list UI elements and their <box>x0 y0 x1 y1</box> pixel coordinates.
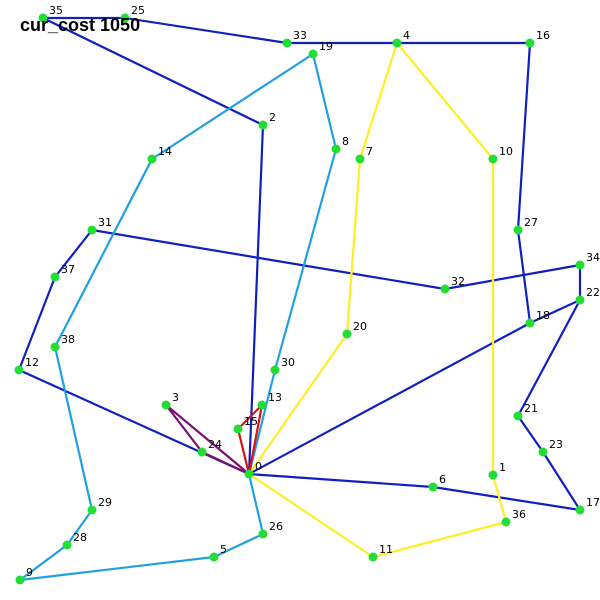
node-label-38: 38 <box>61 333 75 346</box>
node-label-32: 32 <box>451 275 465 288</box>
node-32 <box>440 284 450 294</box>
node-10 <box>488 154 498 164</box>
node-36 <box>501 517 511 527</box>
node-28 <box>62 540 72 550</box>
node-label-0: 0 <box>255 460 262 473</box>
node-11 <box>368 552 378 562</box>
node-19 <box>308 49 318 59</box>
node-2 <box>258 120 268 130</box>
node-label-20: 20 <box>353 320 367 333</box>
node-label-21: 21 <box>524 402 538 415</box>
node-label-26: 26 <box>269 520 283 533</box>
node-15 <box>233 424 243 434</box>
node-8 <box>331 144 341 154</box>
node-label-25: 25 <box>131 4 145 17</box>
node-5 <box>209 552 219 562</box>
node-label-2: 2 <box>269 111 276 124</box>
node-label-36: 36 <box>512 508 526 521</box>
node-label-34: 34 <box>586 251 600 264</box>
node-label-24: 24 <box>208 438 222 451</box>
node-label-9: 9 <box>26 566 33 579</box>
node-label-7: 7 <box>366 145 373 158</box>
node-23 <box>538 447 548 457</box>
node-24 <box>197 447 207 457</box>
node-label-23: 23 <box>549 438 563 451</box>
node-label-37: 37 <box>61 263 75 276</box>
node-34 <box>575 260 585 270</box>
node-4 <box>392 38 402 48</box>
node-31 <box>87 225 97 235</box>
node-label-13: 13 <box>268 391 282 404</box>
node-label-31: 31 <box>98 216 112 229</box>
node-29 <box>87 505 97 515</box>
node-label-1: 1 <box>499 461 506 474</box>
node-9 <box>15 575 25 585</box>
node-14 <box>147 154 157 164</box>
node-label-18: 18 <box>536 309 550 322</box>
node-label-12: 12 <box>25 356 39 369</box>
node-label-5: 5 <box>220 543 227 556</box>
node-label-4: 4 <box>403 29 410 42</box>
route-1 <box>247 298 582 512</box>
node-33 <box>282 38 292 48</box>
nodes-layer <box>14 13 585 585</box>
node-label-3: 3 <box>172 391 179 404</box>
node-27 <box>513 225 523 235</box>
node-0 <box>244 469 254 479</box>
node-label-30: 30 <box>281 356 295 369</box>
node-22 <box>575 295 585 305</box>
node-20 <box>342 329 352 339</box>
node-label-27: 27 <box>524 216 538 229</box>
node-label-29: 29 <box>98 496 112 509</box>
node-label-33: 33 <box>293 29 307 42</box>
node-18 <box>525 318 535 328</box>
route-5 <box>236 403 264 476</box>
node-label-8: 8 <box>342 135 349 148</box>
node-3 <box>161 400 171 410</box>
node-label-35: 35 <box>49 4 63 17</box>
node-21 <box>513 411 523 421</box>
node-35 <box>38 13 48 23</box>
node-13 <box>257 400 267 410</box>
cost-title: cur_cost 1050 <box>20 15 140 35</box>
node-38 <box>50 342 60 352</box>
node-7 <box>355 154 365 164</box>
node-label-11: 11 <box>379 543 393 556</box>
node-label-14: 14 <box>158 145 172 158</box>
node-label-15: 15 <box>244 415 258 428</box>
node-1 <box>488 470 498 480</box>
node-30 <box>270 365 280 375</box>
node-label-28: 28 <box>73 531 87 544</box>
route-6 <box>164 403 251 476</box>
node-26 <box>258 529 268 539</box>
node-12 <box>14 365 24 375</box>
node-label-19: 19 <box>319 40 333 53</box>
node-6 <box>428 482 438 492</box>
node-label-17: 17 <box>586 496 600 509</box>
route-3 <box>18 52 338 582</box>
node-label-10: 10 <box>499 145 513 158</box>
node-17 <box>575 505 585 515</box>
node-25 <box>120 13 130 23</box>
node-label-22: 22 <box>586 286 600 299</box>
node-label-16: 16 <box>536 29 550 42</box>
node-label-6: 6 <box>439 473 446 486</box>
node-37 <box>50 272 60 282</box>
node-16 <box>525 38 535 48</box>
